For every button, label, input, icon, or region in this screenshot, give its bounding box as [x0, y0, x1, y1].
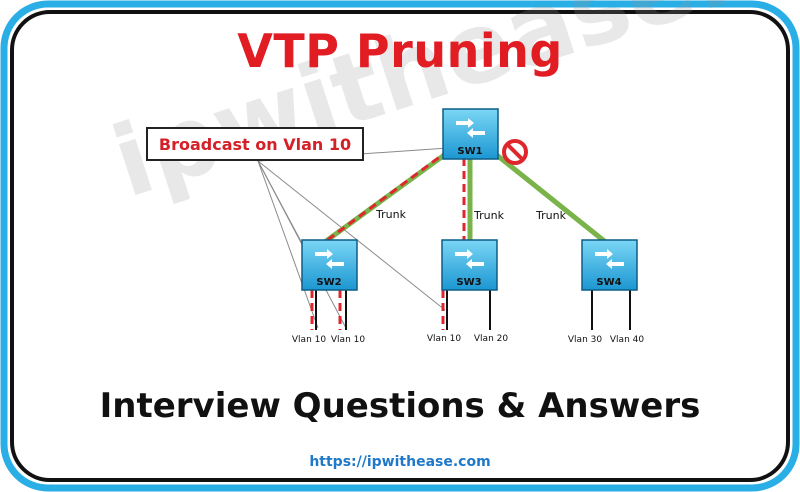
- switch-sw3: [441, 239, 498, 291]
- switch-label-sw4: SW4: [596, 277, 621, 288]
- access-ports: [315, 290, 631, 330]
- vlan-label: Vlan 10: [292, 335, 326, 345]
- switch-sw2: [301, 239, 358, 291]
- switch-sw1: [442, 108, 499, 160]
- leader-line: [257, 160, 319, 329]
- vlan-label: Vlan 40: [610, 335, 644, 345]
- switch-label-sw1: SW1: [457, 146, 482, 157]
- vlan-label: Vlan 30: [568, 335, 602, 345]
- trunk-label-sw2: Trunk: [375, 208, 407, 221]
- trunk-sw1-sw4: [485, 145, 611, 247]
- broadcast-callout: Broadcast on Vlan 10: [146, 127, 364, 161]
- switch-label-sw3: SW3: [456, 277, 481, 288]
- vlan-label: Vlan 10: [331, 335, 365, 345]
- switch-label-sw2: SW2: [316, 277, 341, 288]
- trunk-label-sw4: Trunk: [535, 209, 567, 222]
- pruned-prohibited-icon: [502, 139, 528, 165]
- site-url-link[interactable]: https://ipwithease.com: [309, 454, 491, 470]
- page-subtitle: Interview Questions & Answers: [99, 386, 701, 426]
- inner-frame: [10, 10, 790, 482]
- trunk-label-sw3: Trunk: [473, 209, 505, 222]
- broadcast-paths: [310, 148, 466, 330]
- switch-sw4: [581, 239, 638, 291]
- broadcast-path-sw2: [313, 148, 450, 252]
- page-title: VTP Pruning: [237, 24, 563, 78]
- vlan-label: Vlan 20: [474, 334, 508, 344]
- vlan-label: Vlan 10: [427, 334, 461, 344]
- leader-line: [257, 160, 446, 311]
